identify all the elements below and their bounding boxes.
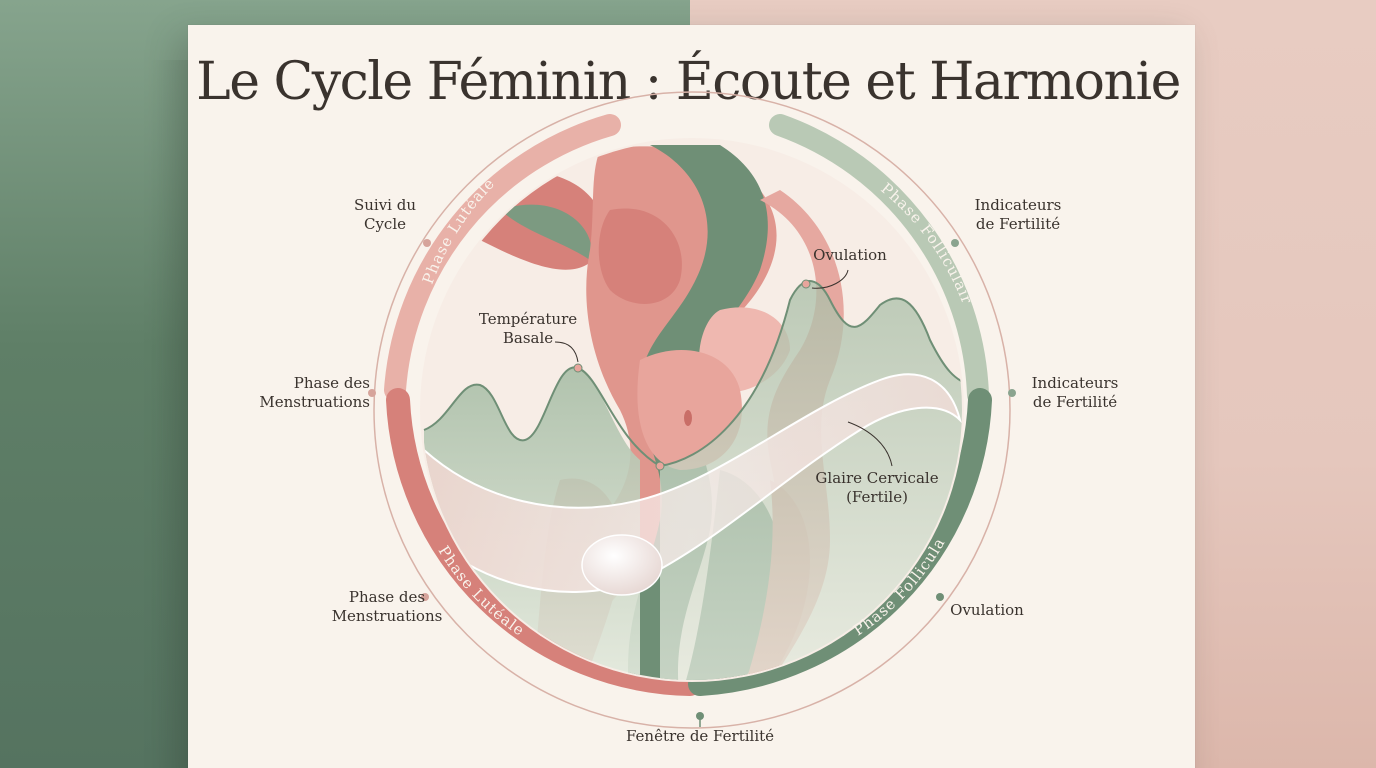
label-glaire-cervicale: Glaire Cervicale (Fertile) — [815, 469, 939, 506]
label-indicateurs-top: Indicateurs de Fertilité — [974, 196, 1062, 233]
label-menstruations-left: Phase des Menstruations — [259, 374, 370, 411]
label-ovulation-inner: Ovulation — [813, 246, 887, 264]
ring-luteal-top — [384, 114, 621, 401]
label-ovulation-right: Ovulation — [950, 601, 1024, 619]
ring-luteal-bottom — [386, 388, 702, 696]
outer-thin-ring — [373, 91, 1011, 729]
ring-follicular-bottom — [688, 388, 992, 696]
cervical-mucus-droplet — [581, 534, 663, 596]
label-suivi-cycle: Suivi du Cycle — [353, 196, 417, 233]
label-menstruations-bottom: Phase des Menstruations — [331, 588, 443, 625]
cycle-ring — [384, 114, 992, 696]
label-temperature-basale: Température Basale — [478, 310, 578, 347]
temperature-leader — [554, 341, 579, 363]
poster-title: Le Cycle Féminin : Écoute et Harmonie — [196, 52, 1181, 112]
callout-markers — [368, 239, 1016, 727]
glaire-leader — [847, 421, 893, 467]
label-indicateurs-right: Indicateurs de Fertilité — [1031, 374, 1119, 411]
label-fenetre-fertilite: Fenêtre de Fertilité — [625, 727, 775, 745]
ovulation-leader — [811, 269, 849, 289]
ring-follicular-top — [769, 114, 989, 406]
